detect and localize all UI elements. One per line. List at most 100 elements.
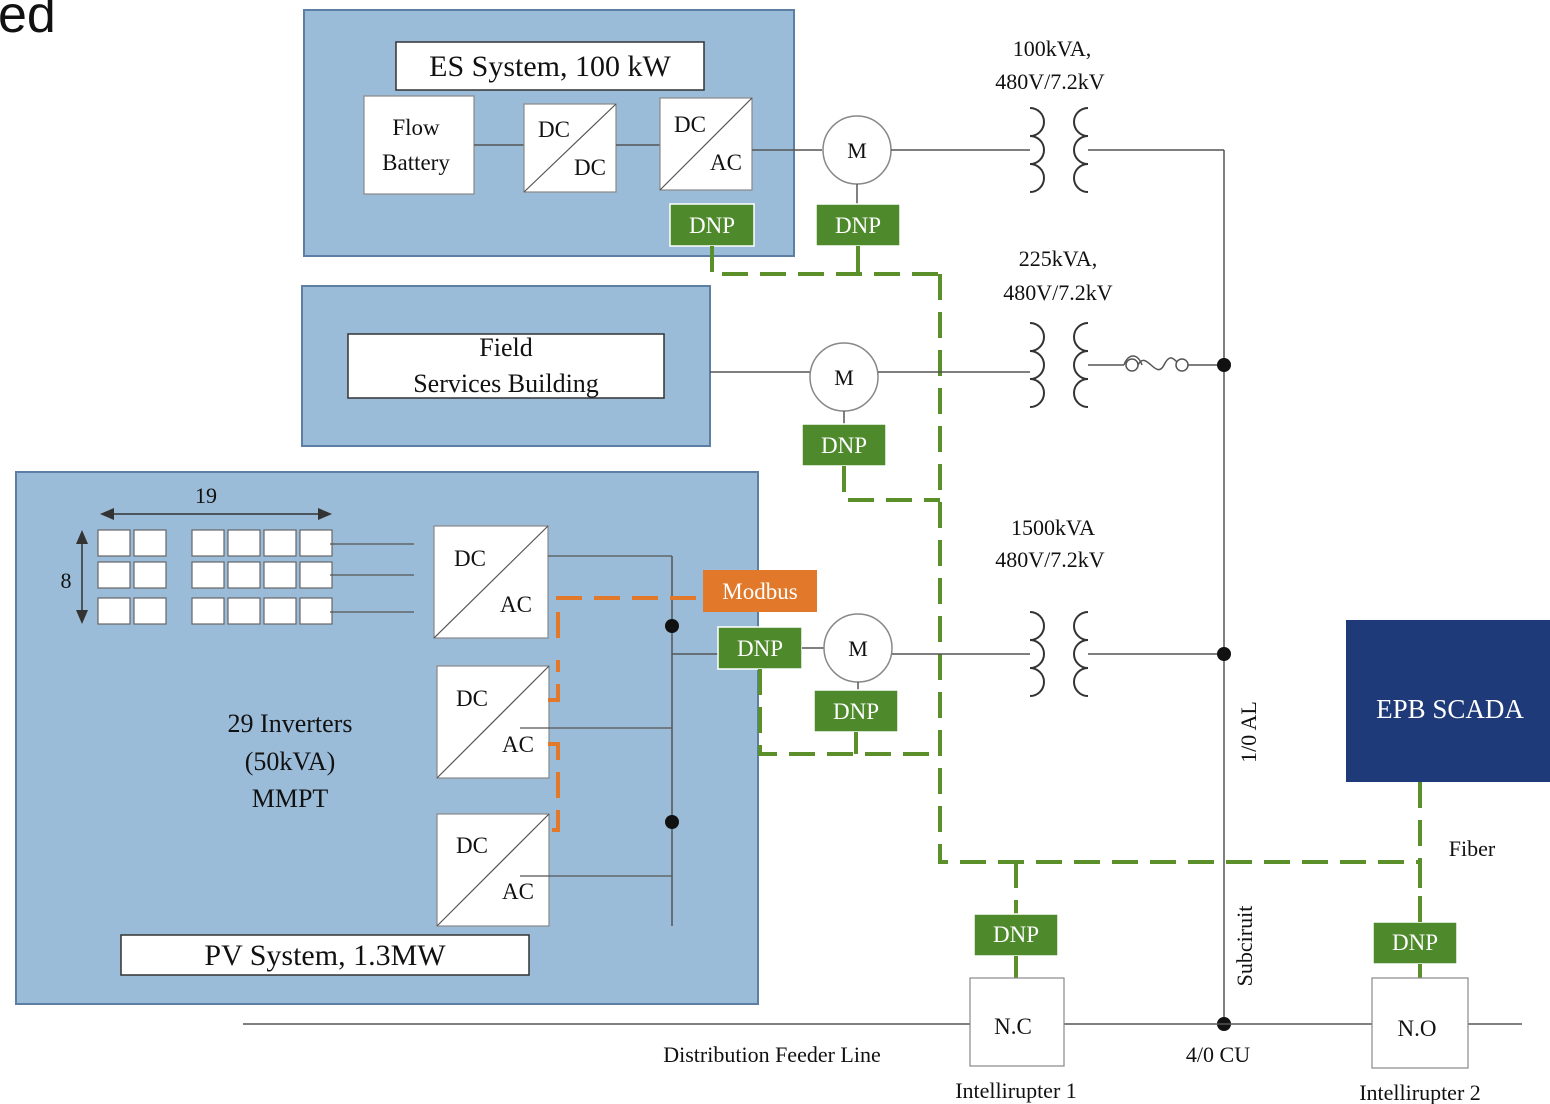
pv-system-panel [15, 471, 759, 1005]
pv-meter-dnp-box [813, 689, 899, 733]
modbus-link-1 [556, 596, 700, 638]
transformer-1-voltage: 480V/7.2kV [995, 69, 1105, 94]
array-cols-label: 19 [195, 483, 217, 508]
pv-dnp-label: DNP [737, 636, 783, 661]
pv-dnp-box [717, 626, 803, 670]
pv-bus-node-2 [665, 815, 679, 829]
pv-inverter-1-bottom: AC [500, 592, 532, 617]
transformer-3-rating: 1500kVA [1011, 515, 1095, 540]
array-height-arrowhead-top [76, 530, 88, 544]
field-services-meter-label: M [834, 365, 854, 390]
transformer-3-secondary-coil [1073, 611, 1089, 697]
modbus-label: Modbus [722, 579, 797, 604]
intellirupter-1-dnp-label: DNP [993, 922, 1039, 947]
array-height-arrowhead-bottom [76, 610, 88, 624]
pv-bus-node-1 [665, 619, 679, 633]
bus-node-field-services [1217, 358, 1231, 372]
array-width-arrowhead-right [318, 508, 332, 520]
pv-inverter-3-bottom: AC [502, 879, 534, 904]
array-rows-label: 8 [61, 568, 72, 593]
epb-scada-box [1346, 620, 1550, 782]
pv-module [263, 561, 297, 589]
intellirupter-1-box [969, 977, 1065, 1067]
pv-module [191, 561, 225, 589]
pv-module [227, 561, 261, 589]
transformer-2-voltage: 480V/7.2kV [1003, 280, 1113, 305]
pv-inverter-1-diagonal [433, 525, 549, 639]
modbus-link-2 [548, 660, 560, 702]
dnp-link-pv [758, 669, 940, 756]
pv-inverter-2-top: DC [456, 686, 488, 711]
dnp-trunk [938, 274, 1420, 864]
pv-inverter-2-bottom: AC [502, 732, 534, 757]
pv-module [97, 529, 131, 557]
es-inverter-top-label: DC [674, 112, 706, 137]
intellirupter-1-name: Intellirupter 1 [955, 1078, 1077, 1103]
slide-title-fragment: ed [0, 0, 56, 44]
fuse-terminal-left [1125, 358, 1139, 372]
es-inverter-dnp-box [669, 203, 755, 247]
field-services-label-1: Field [479, 333, 532, 362]
pv-module [133, 529, 167, 557]
dcdc-bottom-label: DC [574, 155, 606, 180]
array-width-arrowhead-left [100, 508, 114, 520]
cu-conductor-label: 4/0 CU [1186, 1042, 1250, 1067]
intellirupter-2-dnp-box [1372, 921, 1458, 965]
flow-battery-label-2: Battery [382, 150, 450, 175]
transformer-1-rating: 100kVA, [1013, 36, 1091, 61]
pv-inverter-3-diagonal [436, 813, 550, 927]
es-meter-label: M [847, 138, 867, 163]
transformer-1-secondary-coil [1073, 107, 1089, 193]
pv-module [227, 597, 261, 625]
field-services-dnp-box [801, 423, 887, 467]
intellirupter-2-dnp-label: DNP [1392, 930, 1438, 955]
inverters-label-1: 29 Inverters [228, 709, 353, 738]
pv-array [97, 529, 333, 625]
pv-system-title-box [120, 934, 530, 976]
pv-inverter-3-top: DC [456, 833, 488, 858]
transformers [1029, 107, 1089, 697]
pv-module [191, 597, 225, 625]
pv-meter-label: M [848, 636, 868, 661]
field-services-label-2: Services Building [413, 369, 599, 398]
inverters-label-2: (50kVA) [245, 747, 336, 776]
dnp-network [710, 246, 1422, 922]
fuse-arc-left [1123, 355, 1143, 366]
es-inverter-dnp-label: DNP [689, 213, 735, 238]
flow-battery-box [363, 95, 475, 195]
transformer-3-voltage: 480V/7.2kV [995, 547, 1105, 572]
es-system-title-box [395, 41, 705, 91]
es-inverter-bottom-label: AC [710, 150, 742, 175]
es-inverter-diagonal [659, 97, 753, 191]
pv-system-title: PV System, 1.3MW [204, 939, 446, 972]
intellirupter-2-name: Intellirupter 2 [1359, 1080, 1481, 1104]
epb-scada-label: EPB SCADA [1376, 694, 1524, 724]
pv-module [263, 529, 297, 557]
pv-module [299, 529, 333, 557]
intellirupter-1-state: N.C [994, 1014, 1032, 1039]
es-meter-dnp-box [815, 203, 901, 247]
pv-module [133, 597, 167, 625]
transformer-1-primary-coil [1029, 107, 1045, 193]
field-services-dnp-label: DNP [821, 433, 867, 458]
pv-module [97, 597, 131, 625]
modbus-box [703, 570, 817, 612]
dcdc-diagonal [523, 103, 617, 193]
pv-module [263, 597, 297, 625]
transformer-3-primary-coil [1029, 611, 1045, 697]
es-meter-dnp-label: DNP [835, 213, 881, 238]
pv-module [191, 529, 225, 557]
pv-module [299, 561, 333, 589]
flow-battery-label-1: Flow [392, 115, 440, 140]
bus-node-pv [1217, 647, 1231, 661]
intellirupter-2-state: N.O [1398, 1016, 1437, 1041]
pv-meter-dnp-label: DNP [833, 699, 879, 724]
fiber-label: Fiber [1449, 836, 1496, 861]
pv-module [227, 529, 261, 557]
inverters-label-3: MMPT [252, 784, 329, 813]
dnp-link-field-services [842, 466, 940, 502]
subcircuit-label: Subciruit [1232, 906, 1257, 987]
pv-module [133, 561, 167, 589]
